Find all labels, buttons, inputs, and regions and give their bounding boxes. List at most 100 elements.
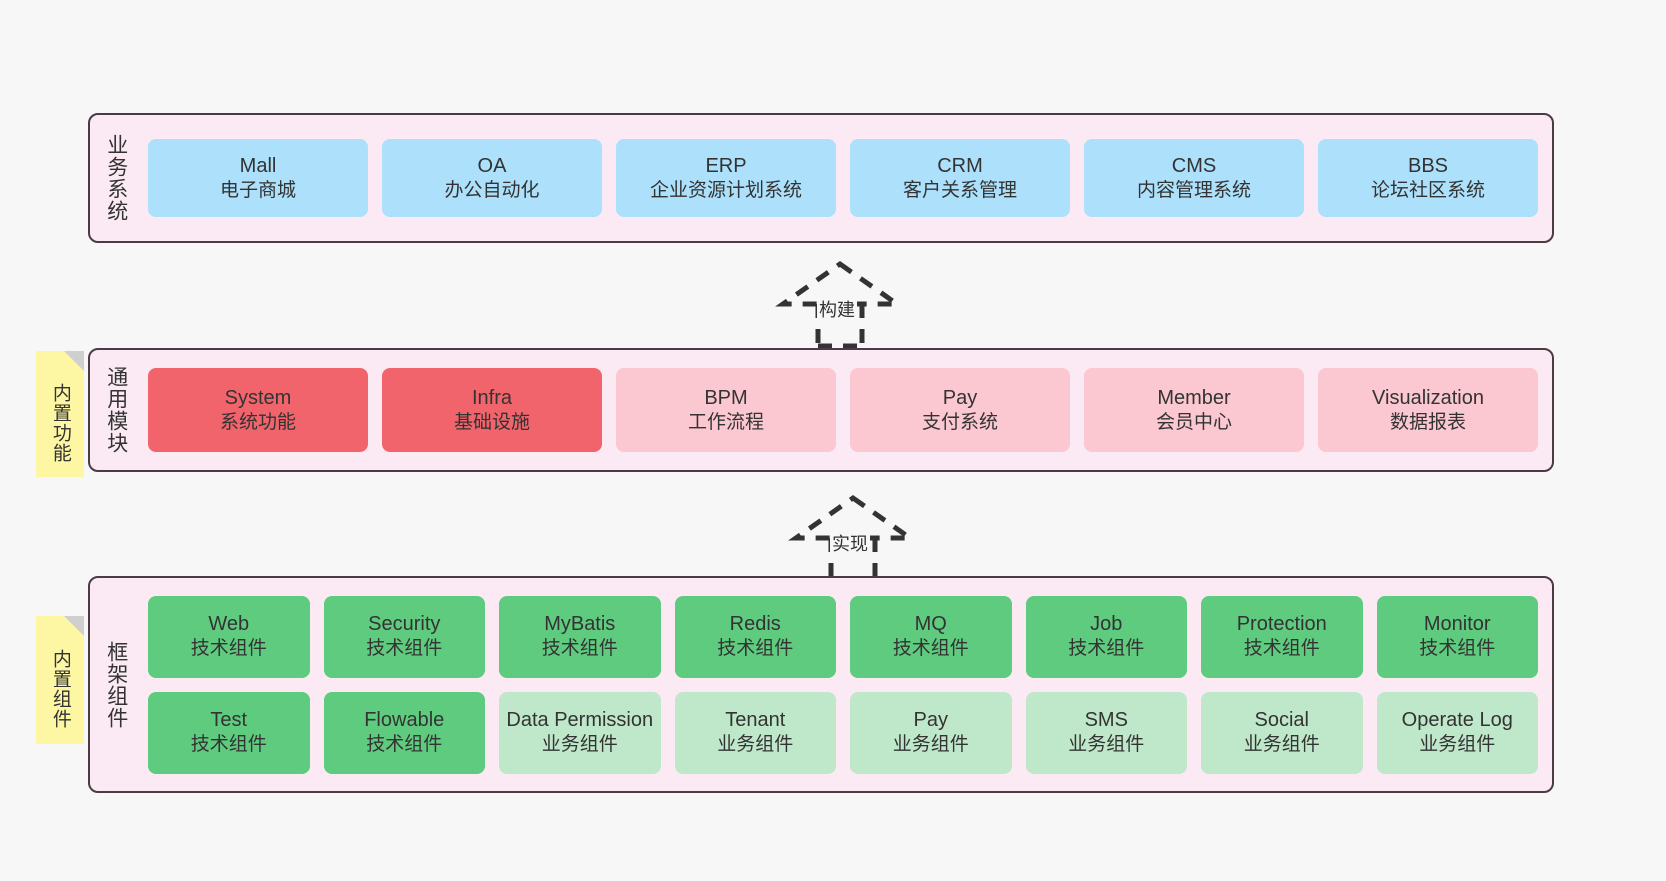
card-job-subtitle: 技术组件 (1068, 638, 1145, 660)
card-mq-title: MQ (914, 613, 947, 636)
card-oa[interactable]: OA 办公自动化 (382, 139, 602, 217)
layer-business-systems-label: 业务系统 (104, 134, 128, 222)
card-operate-log-subtitle: 业务组件 (1419, 734, 1496, 756)
card-test-title: Test (210, 709, 248, 732)
sticky-note-builtin-features: 内置功能 (36, 351, 84, 477)
card-crm-subtitle: 客户关系管理 (902, 179, 1017, 201)
card-protection-title: Protection (1236, 613, 1327, 636)
layer-common-modules: 通用模块 System 系统功能 Infra 基础设施 BPM 工作流程 Pay… (88, 348, 1554, 472)
card-crm-title: CRM (937, 154, 983, 177)
layer-common-modules-cards: System 系统功能 Infra 基础设施 BPM 工作流程 Pay 支付系统… (142, 350, 1552, 470)
card-mybatis-subtitle: 技术组件 (541, 638, 618, 660)
card-bpm[interactable]: BPM 工作流程 (616, 368, 836, 452)
card-visualization-title: Visualization (1372, 386, 1484, 409)
card-system-title: System (224, 386, 292, 409)
card-web-title: Web (208, 613, 250, 636)
card-bbs-subtitle: 论坛社区系统 (1370, 179, 1485, 201)
card-mybatis[interactable]: MyBatis 技术组件 (499, 595, 661, 678)
sticky-note-builtin-components: 内置组件 (36, 616, 84, 744)
layer-framework-components-label: 框架组件 (104, 640, 128, 729)
card-web-subtitle: 技术组件 (190, 638, 267, 660)
card-redis-subtitle: 技术组件 (717, 638, 794, 660)
card-flowable-subtitle: 技术组件 (366, 734, 443, 756)
card-bbs-title: BBS (1407, 154, 1449, 177)
sticky-note-fold-icon (64, 351, 84, 371)
card-cms-subtitle: 内容管理系统 (1136, 179, 1251, 201)
card-member-title: Member (1157, 386, 1231, 409)
card-mall-title: Mall (239, 154, 277, 177)
connector-build-label: 构建 (817, 296, 857, 322)
card-cms[interactable]: CMS 内容管理系统 (1084, 139, 1304, 217)
card-oa-title: OA (477, 154, 507, 177)
card-bpm-title: BPM (704, 386, 748, 409)
card-data-permission-title: Data Permission (506, 709, 654, 732)
card-protection[interactable]: Protection 技术组件 (1201, 595, 1363, 678)
card-security[interactable]: Security 技术组件 (323, 595, 485, 678)
card-cms-title: CMS (1171, 154, 1217, 177)
connector-implement-label: 实现 (830, 530, 870, 556)
card-security-subtitle: 技术组件 (366, 638, 443, 660)
card-test-subtitle: 技术组件 (190, 734, 267, 756)
card-oa-subtitle: 办公自动化 (444, 179, 540, 201)
card-sms-title: SMS (1084, 709, 1128, 732)
card-operate-log-title: Operate Log (1401, 709, 1513, 732)
card-protection-subtitle: 技术组件 (1243, 638, 1320, 660)
card-pay-module-title: Pay (942, 386, 978, 409)
card-data-permission[interactable]: Data Permission 业务组件 (499, 691, 661, 774)
card-job[interactable]: Job 技术组件 (1025, 595, 1187, 678)
card-mall[interactable]: Mall 电子商城 (148, 139, 368, 217)
card-erp-title: ERP (705, 154, 747, 177)
card-system-subtitle: 系统功能 (219, 411, 296, 433)
card-redis-title: Redis (729, 613, 781, 636)
card-visualization-subtitle: 数据报表 (1389, 411, 1466, 433)
card-mq-subtitle: 技术组件 (892, 638, 969, 660)
card-pay-component-title: Pay (913, 709, 948, 732)
layer-business-systems-cards: Mall 电子商城 OA 办公自动化 ERP 企业资源计划系统 CRM 客户关系… (142, 115, 1552, 241)
card-sms-subtitle: 业务组件 (1068, 734, 1145, 756)
framework-row-business: Test 技术组件 Flowable 技术组件 Data Permission … (148, 691, 1538, 774)
card-system[interactable]: System 系统功能 (148, 368, 368, 452)
card-operate-log[interactable]: Operate Log 业务组件 (1376, 691, 1538, 774)
card-member-subtitle: 会员中心 (1155, 411, 1232, 433)
card-infra-title: Infra (471, 386, 513, 409)
card-crm[interactable]: CRM 客户关系管理 (850, 139, 1070, 217)
card-pay-component-subtitle: 业务组件 (892, 734, 969, 756)
card-web[interactable]: Web 技术组件 (148, 595, 310, 678)
card-pay-module-subtitle: 支付系统 (921, 411, 998, 433)
card-pay-component[interactable]: Pay 业务组件 (850, 691, 1012, 774)
card-pay-module[interactable]: Pay 支付系统 (850, 368, 1070, 452)
card-social[interactable]: Social 业务组件 (1201, 691, 1363, 774)
layer-framework-components: 框架组件 Web 技术组件 Security 技术组件 MyBatis 技术组件… (88, 576, 1554, 793)
card-erp[interactable]: ERP 企业资源计划系统 (616, 139, 836, 217)
card-social-title: Social (1254, 709, 1309, 732)
connector-build: 构建 (755, 258, 925, 349)
card-tenant-title: Tenant (725, 709, 786, 732)
card-sms[interactable]: SMS 业务组件 (1025, 691, 1187, 774)
sticky-note-builtin-components-label: 内置组件 (49, 649, 71, 729)
card-flowable-title: Flowable (364, 709, 445, 732)
card-job-title: Job (1090, 613, 1123, 636)
framework-row-tech: Web 技术组件 Security 技术组件 MyBatis 技术组件 Redi… (148, 595, 1538, 678)
sticky-note-fold-icon (64, 616, 84, 636)
card-social-subtitle: 业务组件 (1243, 734, 1320, 756)
card-mq[interactable]: MQ 技术组件 (850, 595, 1012, 678)
card-bbs[interactable]: BBS 论坛社区系统 (1318, 139, 1538, 217)
connector-implement: 实现 (768, 492, 938, 583)
card-mall-subtitle: 电子商城 (219, 179, 296, 201)
card-bpm-subtitle: 工作流程 (687, 411, 764, 433)
card-flowable[interactable]: Flowable 技术组件 (323, 691, 485, 774)
card-test[interactable]: Test 技术组件 (148, 691, 310, 774)
card-redis[interactable]: Redis 技术组件 (674, 595, 836, 678)
card-monitor[interactable]: Monitor 技术组件 (1376, 595, 1538, 678)
card-mybatis-title: MyBatis (544, 613, 616, 636)
layer-business-systems: 业务系统 Mall 电子商城 OA 办公自动化 ERP 企业资源计划系统 CRM… (88, 113, 1554, 243)
card-tenant-subtitle: 业务组件 (717, 734, 794, 756)
card-infra-subtitle: 基础设施 (453, 411, 530, 433)
card-tenant[interactable]: Tenant 业务组件 (674, 691, 836, 774)
card-visualization[interactable]: Visualization 数据报表 (1318, 368, 1538, 452)
card-member[interactable]: Member 会员中心 (1084, 368, 1304, 452)
card-infra[interactable]: Infra 基础设施 (382, 368, 602, 452)
card-erp-subtitle: 企业资源计划系统 (649, 179, 802, 201)
card-monitor-subtitle: 技术组件 (1419, 638, 1496, 660)
